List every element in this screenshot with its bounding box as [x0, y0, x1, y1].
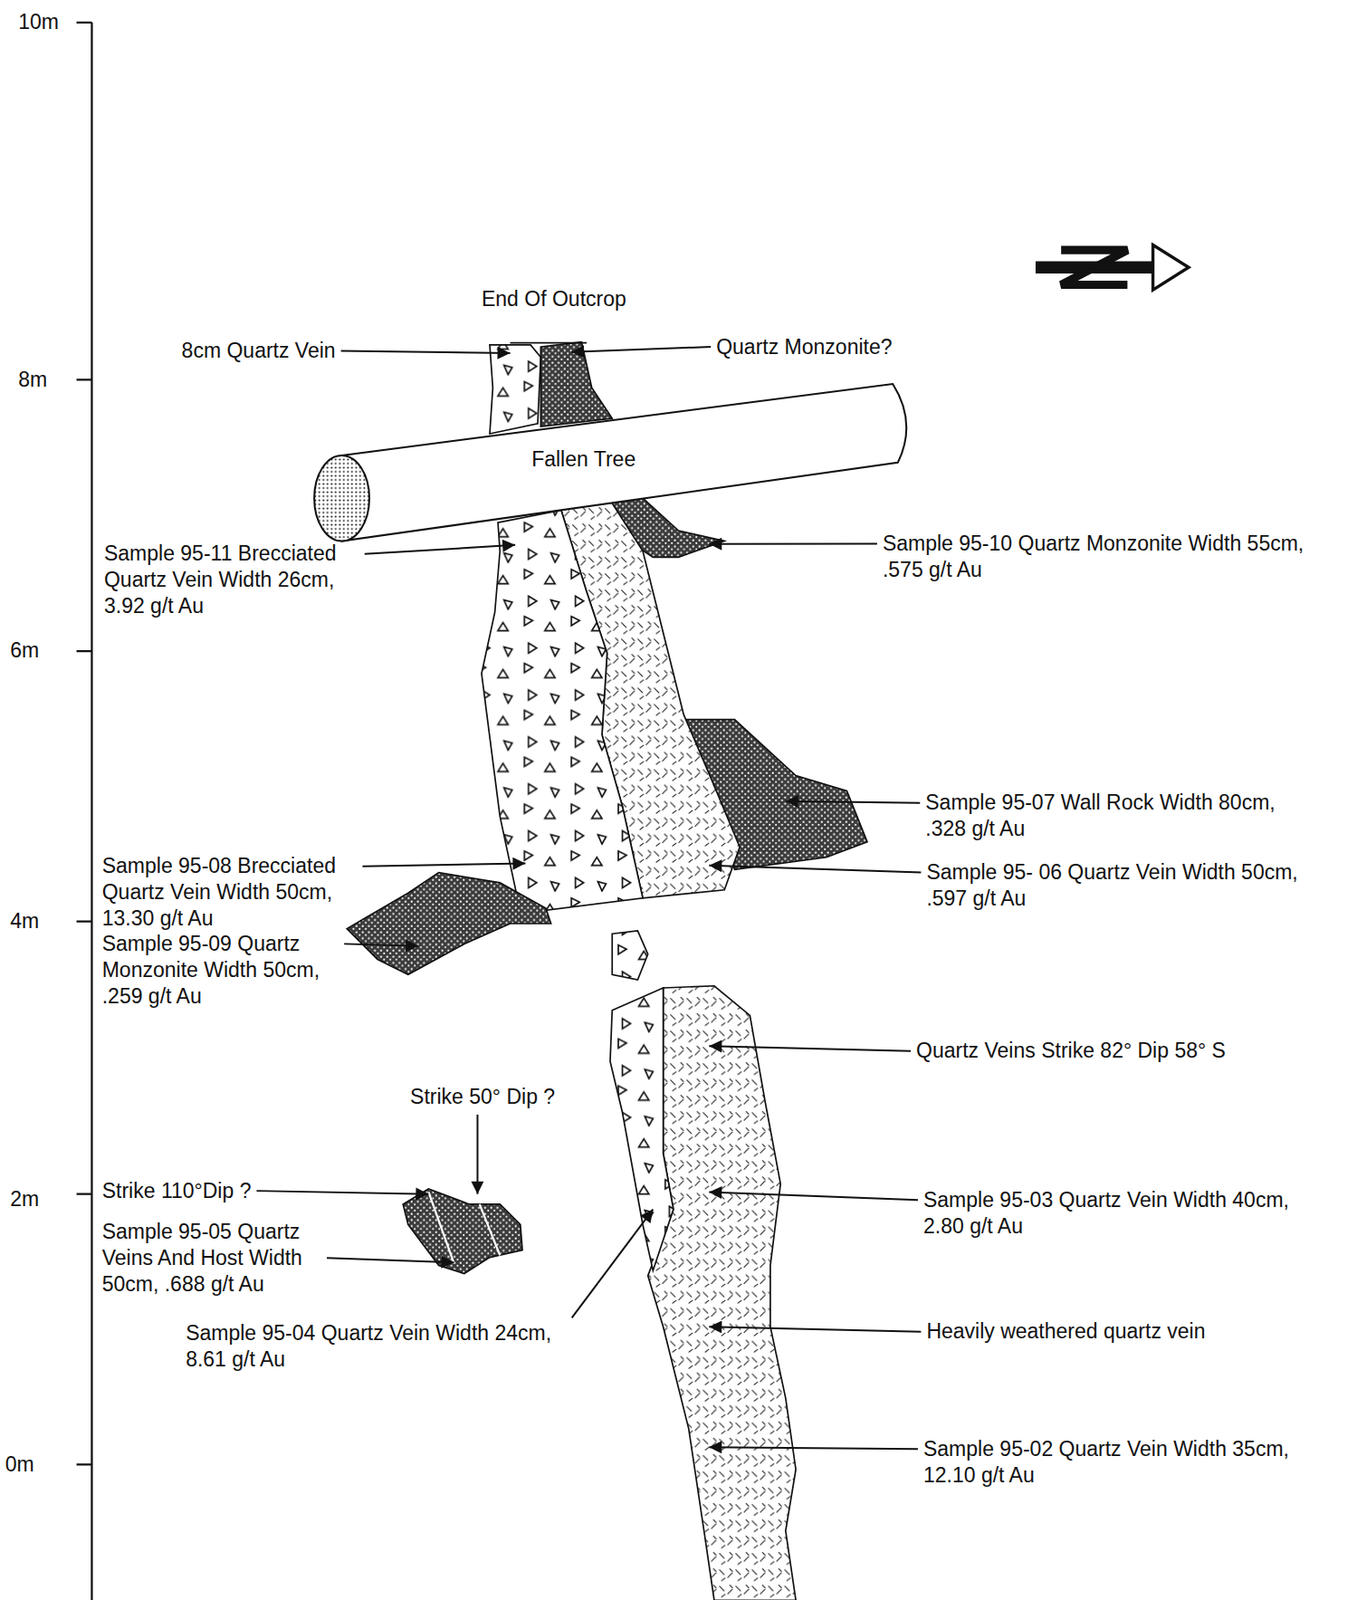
callout-label: Sample 95- 06 Quartz Vein Width 50cm, .5… [926, 859, 1325, 912]
callout-label: Sample 95-07 Wall Rock Width 80cm, .328 … [925, 789, 1298, 842]
scale-mark: 2m [9, 1185, 39, 1213]
callout-label: Sample 95-03 Quartz Vein Width 40cm, 2.8… [923, 1186, 1317, 1240]
tree-end [314, 455, 370, 542]
callout-label: Strike 50° Dip ? [410, 1083, 555, 1110]
scale-mark: 8m [18, 366, 48, 393]
callout-label: Sample 95-04 Quartz Vein Width 24cm, 8.6… [185, 1319, 576, 1373]
scale-mark: 6m [9, 637, 39, 664]
breccia-vein [489, 344, 541, 434]
vein-trace [428, 1191, 500, 1263]
scale-axis [76, 22, 93, 1600]
leader-arrow [362, 862, 526, 866]
leader-arrow [572, 1209, 654, 1319]
leader-arrow [708, 1045, 911, 1051]
tree-trunk [342, 383, 908, 542]
leader-arrow [708, 1326, 921, 1331]
breccia-95-08 [481, 510, 643, 914]
leader-arrow [344, 943, 419, 946]
leader-arrow [708, 1191, 918, 1200]
leader-arrow [571, 346, 711, 353]
leader-arrow [708, 865, 921, 873]
north-arrow [1035, 244, 1189, 290]
callout-label: Quartz Monzonite? [716, 334, 892, 361]
callout-label: Sample 95-11 Brecciated Quartz Vein Widt… [104, 540, 360, 620]
leader-arrow [708, 543, 878, 545]
node-label: Fallen Tree [531, 446, 636, 473]
callout-label: Sample 95-09 Quartz Monzonite Width 50cm… [102, 930, 339, 1010]
leader-arrow [364, 544, 516, 555]
callout-label: Quartz Veins Strike 82° Dip 58° S [916, 1037, 1226, 1064]
quartz-monzonite [540, 342, 612, 428]
callout-label: Heavily weathered quartz vein [926, 1318, 1205, 1345]
quartz-vein-lower [648, 985, 796, 1600]
leader-arrow [708, 1446, 918, 1449]
callout-label: Sample 95-08 Brecciated Quartz Vein Widt… [102, 852, 358, 932]
leader-arrow [256, 1190, 429, 1195]
callout-label: Sample 95-10 Quartz Monzonite Width 55cm… [882, 530, 1332, 583]
breccia-fragment [611, 930, 648, 980]
leader-arrow [326, 1257, 455, 1262]
callout-label: End Of Outcrop [481, 286, 627, 313]
monzonite-95-09 [346, 872, 551, 975]
leader-arrow [476, 1114, 478, 1195]
scale-mark: 10m [18, 9, 59, 36]
leader-arrow [785, 801, 920, 803]
scale-mark: 0m [5, 1451, 35, 1478]
leader-arrow [341, 351, 511, 354]
callout-label: 8cm Quartz Vein [181, 337, 336, 364]
fallen-tree: Fallen Tree [313, 383, 908, 542]
outcrop-edge [510, 342, 588, 345]
callout-label: Strike 110°Dip ? [102, 1177, 252, 1205]
scale-mark: 4m [9, 907, 39, 935]
callout-label: Sample 95-05 Quartz Veins And Host Width… [102, 1218, 322, 1298]
callout-label: Sample 95-02 Quartz Vein Width 35cm, 12.… [923, 1435, 1317, 1489]
breccia-95-04 [610, 987, 674, 1271]
